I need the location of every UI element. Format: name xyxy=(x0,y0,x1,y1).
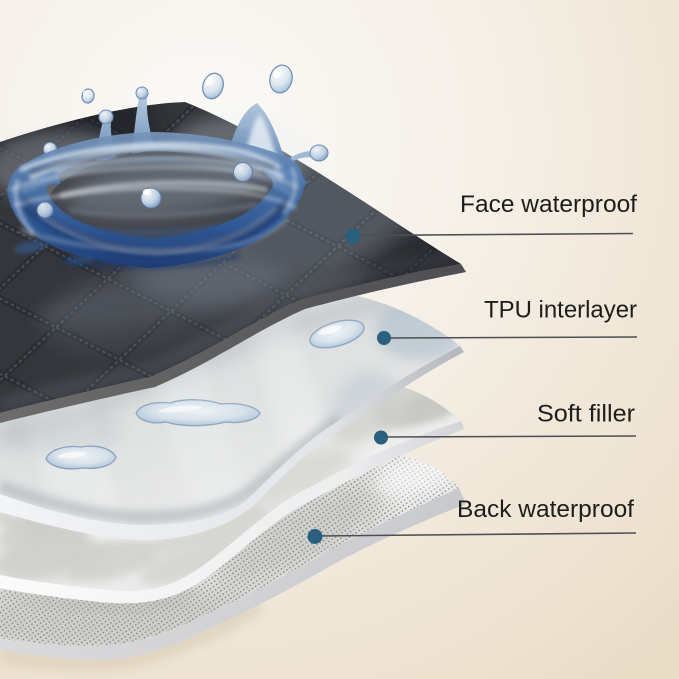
svg-text:Soft filler: Soft filler xyxy=(537,401,635,428)
svg-text:TPU interlayer: TPU interlayer xyxy=(484,297,637,324)
svg-text:Face waterproof: Face waterproof xyxy=(460,191,637,218)
svg-text:Back waterproof: Back waterproof xyxy=(457,496,634,523)
